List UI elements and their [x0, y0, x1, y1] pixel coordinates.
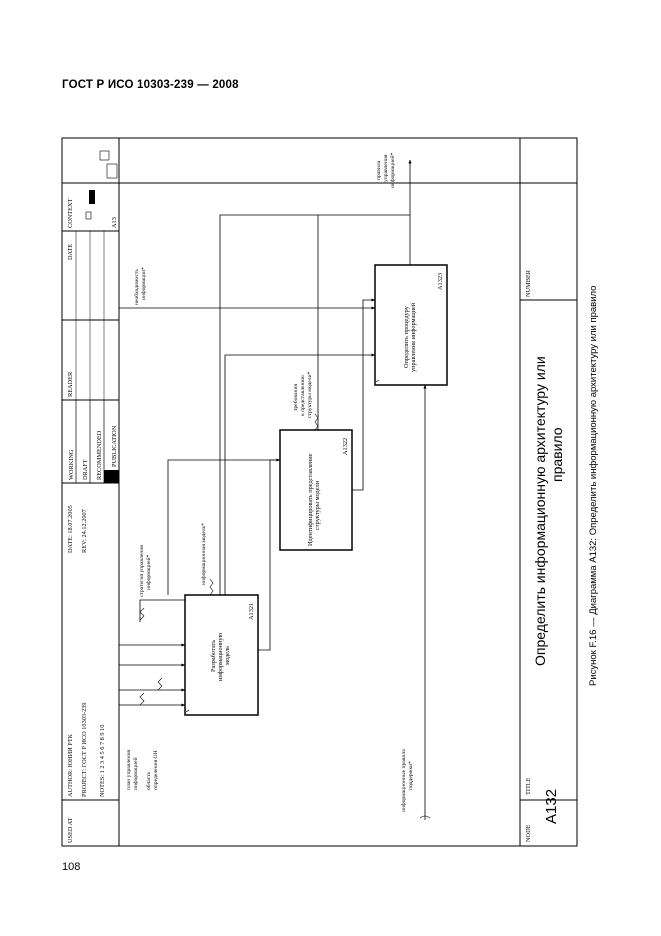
box-a1321-line1: Разработать — [210, 640, 217, 672]
arrow-feedback-bus — [219, 214, 410, 595]
label-requirement-1: требования — [292, 384, 299, 411]
context-box-outline-2 — [106, 163, 118, 179]
box-a1323-line2: управления информацией — [410, 302, 417, 372]
label-support-1: информационные правила — [400, 749, 407, 812]
label-plan-2: информацией — [132, 757, 139, 790]
node-label: NODE — [525, 824, 532, 842]
author-label: AUTHOR: ЮНИИ РТК — [67, 733, 74, 797]
label-rules-3: информацией* — [389, 152, 396, 188]
diagram-frame — [61, 137, 578, 847]
box-a1321-line2: информационную — [217, 632, 224, 681]
box-a1322: Идентифицировать представление структуры… — [279, 429, 353, 551]
squiggle-requirement — [314, 413, 319, 431]
context-label: CONTEXT — [67, 198, 74, 228]
reader-label: READER — [67, 371, 74, 397]
label-area-2: определения ОН — [153, 750, 159, 790]
squiggle-plan — [139, 692, 145, 706]
title-label: TITLE — [525, 777, 532, 795]
label-rules-1: правила — [376, 160, 382, 180]
box-a1323: Определить процедуру управления информац… — [374, 264, 448, 386]
box-a1323-line1: Определить процедуру — [403, 305, 410, 368]
context-box-outline-3 — [99, 150, 110, 161]
label-strategy-1: стратегия управления — [139, 545, 145, 597]
support-tunnel — [419, 815, 431, 819]
label-requirement-3: структуры модели* — [307, 371, 313, 418]
notes-label: NOTES: 1 2 3 4 5 6 7 8 9 10 — [99, 725, 106, 797]
context-node: A13 — [111, 217, 118, 228]
project-label: PROJECT: ГОСТ Р ИСО 10303-239 — [81, 702, 88, 797]
squiggle-strategy — [139, 607, 145, 621]
draft-label: DRAFT — [82, 459, 89, 480]
arrow-requirement-output — [352, 298, 376, 491]
used-at-label: USED AT — [67, 817, 74, 843]
context-box-outline — [85, 211, 92, 220]
label-info-models: информационная модель* — [200, 523, 207, 585]
label-strategy-2: информацией* — [145, 554, 152, 590]
box-a1323-node: А1323 — [437, 273, 444, 290]
box-a1321-line3: модель — [224, 646, 231, 665]
publication-mark — [104, 470, 119, 483]
label-rules-2: управления — [383, 154, 389, 182]
date-label: DATE: 18.07.2005 — [67, 505, 74, 553]
rev-label: REV: 24.12.2007 — [81, 509, 88, 553]
squiggle-area — [157, 677, 163, 691]
box-a1322-line2: структуры модели — [314, 480, 321, 530]
page-number: 108 — [62, 861, 81, 873]
reader-date-label: DATE — [67, 244, 74, 260]
title-line-2: правило — [549, 427, 565, 482]
label-support-2: поддержки* — [408, 761, 414, 790]
recommended-label: RECOMMENDED — [96, 430, 103, 480]
label-necessity-1: необходимость — [133, 269, 140, 305]
label-plan-1: план управления — [126, 749, 132, 790]
publication-label: PUBLICATION — [111, 425, 118, 467]
context-box-filled — [89, 190, 95, 204]
label-area-1: область — [145, 771, 152, 790]
arrow-model-output — [258, 458, 281, 651]
squiggle-model — [209, 578, 214, 596]
box-a1321-node: А1321 — [248, 603, 255, 620]
arrow-strategy-route — [139, 599, 185, 622]
arrow-a1323-input-2 — [224, 353, 376, 595]
title-line-1: Определить информационную архитектуру ил… — [532, 356, 548, 666]
box-a1322-node: А1322 — [342, 438, 349, 455]
standard-header: ГОСТ Р ИСО 10303-239 — 2008 — [62, 79, 239, 91]
number-label: NUMBER — [525, 269, 532, 297]
node-value: А132 — [543, 789, 560, 824]
arrow-to-a1322 — [167, 459, 280, 595]
box-a1321: Разработать информационную модель А1321 — [184, 594, 259, 716]
label-necessity-2: информации* — [140, 267, 147, 300]
label-requirement-2: к представлению — [300, 375, 306, 416]
box-a1322-line1: Идентифицировать представление — [307, 453, 314, 546]
working-label: WORKING — [68, 449, 75, 480]
